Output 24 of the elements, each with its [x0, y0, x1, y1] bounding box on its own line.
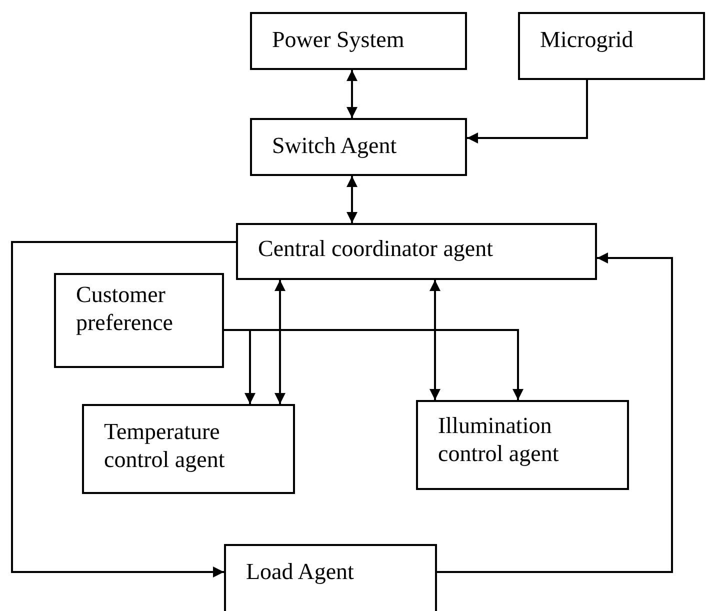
process-box [224, 544, 437, 611]
connector-arrow [224, 329, 524, 400]
box-label: Central coordinator agent [258, 235, 494, 263]
process-box [416, 400, 629, 490]
box-label: Load Agent [246, 558, 355, 586]
process-box [82, 404, 295, 494]
box-label: Illumination control agent [438, 412, 560, 468]
connector-arrow [274, 280, 286, 404]
connector-arrow [467, 80, 588, 144]
process-box [250, 118, 467, 176]
connector-arrow [346, 70, 358, 118]
process-box [518, 12, 705, 80]
connector-arrow [430, 280, 440, 400]
connector-arrow [437, 252, 673, 573]
connector-arrow [346, 176, 358, 223]
connector-arrow [11, 241, 236, 578]
box-label: Temperature control agent [104, 418, 226, 474]
process-box [236, 223, 597, 280]
box-label: Switch Agent [272, 132, 398, 160]
box-label: Power System [272, 26, 406, 54]
process-box [250, 12, 467, 70]
process-box [54, 273, 224, 368]
box-label: Customer preference [76, 281, 174, 337]
box-label: Microgrid [540, 26, 634, 54]
